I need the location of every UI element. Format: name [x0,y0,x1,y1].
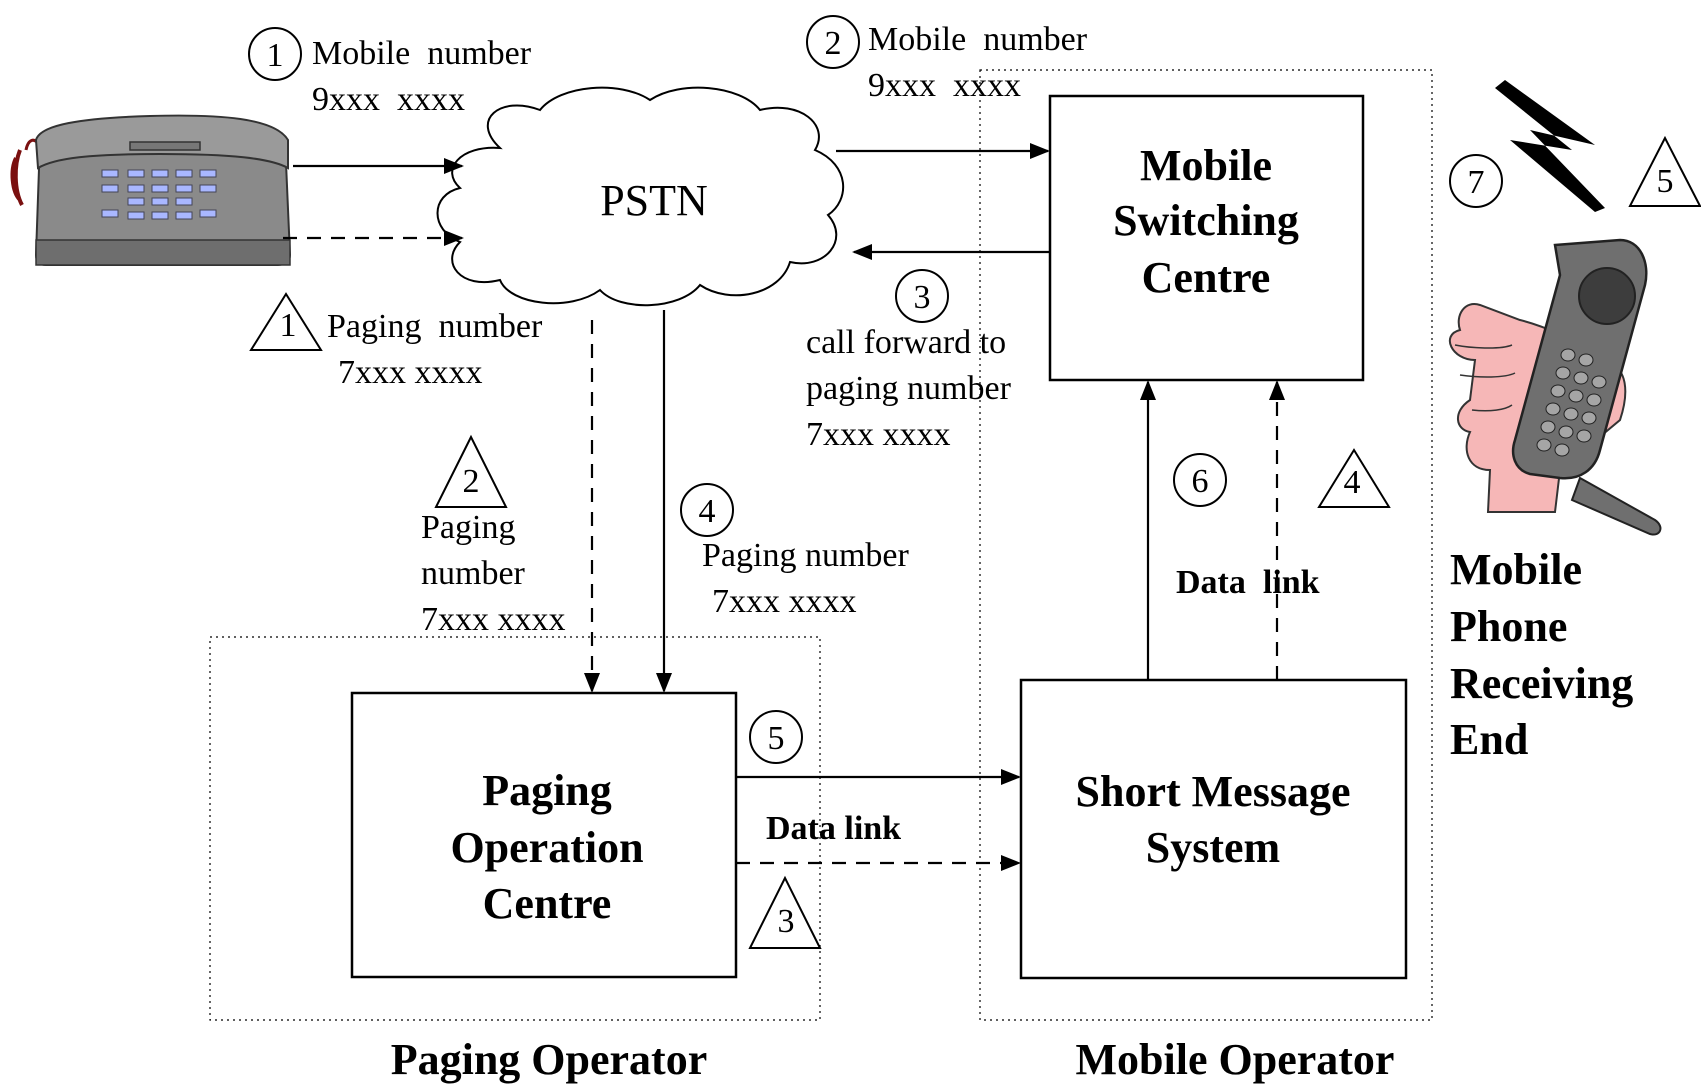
mobile-phone-label-line-1: Mobile [1450,545,1582,594]
msc-label-line-3: Centre [1142,253,1271,302]
sms-box [1019,678,1408,980]
triangle-step-4 [1317,448,1391,508]
circle-step-7-text: 7 [1468,164,1485,201]
circle-step-3 [895,269,949,323]
data-link-sms-label: Data link [1176,564,1320,601]
mobile-phone-label-line-4: End [1450,715,1528,764]
step4-label-line-1: Paging number [702,537,909,574]
pstn-cloud [436,86,845,307]
sms-label-line-1: Short Message [1076,767,1351,816]
circle-step-1-text: 1 [267,37,284,74]
step4-label-line-2: 7xxx xxxx [712,583,857,620]
triangle-step-5 [1628,135,1701,207]
mobile-phone-label-line-2: Phone [1450,602,1567,651]
triangle-step-3-text: 3 [778,903,795,940]
arrows [283,143,1285,871]
circle-step-markers [248,15,1503,764]
circle-step-6-text: 6 [1192,463,1209,500]
circle-step-1 [248,27,302,81]
mobile-phone-label-line-3: Receiving [1450,659,1633,708]
tri2-label-line-1: Paging [421,509,515,546]
triangle-step-3 [748,875,822,949]
circle-step-2 [806,15,860,69]
data-link-poc-label: Data link [766,810,901,847]
circle-step-5-text: 5 [768,720,785,757]
tri2-label-line-3: 7xxx xxxx [421,601,566,638]
tri2-label-line-2: number [421,555,526,592]
poc-label-line-1: Paging [482,766,612,815]
step2-label-line-1: Mobile number [868,21,1088,58]
poc-label-line-3: Centre [483,879,612,928]
poc-box [350,691,738,979]
paging-operator-group [209,636,821,1021]
step3-label-line-2: paging number [806,370,1012,407]
circle-step-2-text: 2 [825,25,842,62]
step1-label-line-1: Mobile number [312,35,532,72]
msc-label-line-2: Switching [1113,196,1299,245]
step3-label-line-1: call forward to [806,324,1006,361]
paging-operator-label: Paging Operator [391,1035,708,1084]
mobile-phone-hand-icon [1448,238,1662,536]
triangle-step-4-text: 4 [1344,464,1361,501]
triangle-step-2-text: 2 [463,463,480,500]
mobile-operator-label: Mobile Operator [1076,1035,1395,1084]
circle-step-7 [1449,154,1503,208]
tri1-label-line-2: 7xxx xxxx [338,354,483,391]
circle-step-4 [680,483,734,537]
step2-label-line-2: 9xxx xxxx [868,67,1021,104]
circle-step-4-text: 4 [699,493,716,530]
circle-step-3-text: 3 [914,279,931,316]
triangle-step-5-text: 5 [1657,163,1674,200]
radio-signal-icon [1495,80,1605,212]
triangle-step-2 [434,434,508,508]
mobile-operator-group [979,69,1433,1021]
triangle-step-1-text: 1 [280,307,297,344]
sms-label-line-2: System [1146,823,1280,872]
step1-label-line-2: 9xxx xxxx [312,81,465,118]
triangle-step-markers [249,135,1701,949]
circle-step-5 [749,710,803,764]
pstn-label: PSTN [600,176,708,225]
circle-step-6 [1173,453,1227,507]
triangle-step-1 [249,292,323,351]
poc-label-line-2: Operation [450,823,643,872]
step3-label-line-3: 7xxx xxxx [806,416,951,453]
tri1-label-line-1: Paging number [327,308,543,345]
desk-telephone-icon [10,114,292,266]
msc-box [1048,94,1365,382]
msc-label-line-1: Mobile [1140,141,1272,190]
